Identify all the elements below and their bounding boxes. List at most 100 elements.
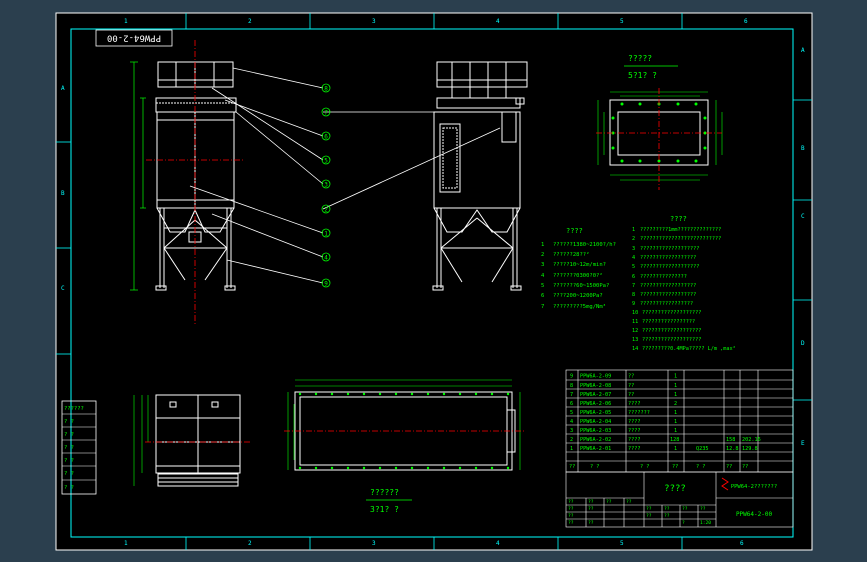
svg-text:PPW6A-2-09: PPW6A-2-09 [580,374,611,380]
right-note-12: 12??????????????????? [632,328,701,334]
svg-text:12.8: 12.8 [726,446,739,452]
right-note-14: 14?????????0.4MPa????? L/m ,max² [632,346,736,352]
callout-8: 8 [321,83,331,93]
svg-text:??: ?? [568,506,574,512]
svg-text:????: ???? [628,419,641,425]
svg-text:2: 2 [324,207,328,214]
svg-text:1: 1 [674,446,677,452]
svg-text:???????0300?0?²: ???????0300?0?² [553,272,603,279]
left-note-2: 2??????28??² [541,251,589,258]
svg-text:??: ?? [588,506,594,512]
svg-text:?????????1mm??????????????: ?????????1mm?????????????? [640,227,721,233]
zone-top-3: 3 [372,18,376,25]
svg-text:????: ???? [628,446,641,452]
svg-text:??: ?? [726,464,732,470]
svg-text:?????????????????: ????????????????? [642,319,695,325]
svg-text:3: 3 [324,182,328,189]
svg-text:1: 1 [674,383,677,389]
svg-text:2: 2 [570,437,573,443]
svg-text:9: 9 [632,301,635,307]
svg-text:???????????????????: ??????????????????? [642,337,701,343]
parts-header: ?? ? ? ? ? ?? ? ? ?? ?? [569,464,748,470]
right-note-11: 11????????????????? [632,319,695,325]
zone-bot-4: 4 [496,540,500,547]
zone-left-C: C [61,285,65,292]
zone-left-B: B [61,190,65,197]
svg-text:??: ?? [646,513,652,519]
svg-text:5: 5 [324,158,328,165]
svg-text:??: ?? [606,499,612,505]
zone-markers: 1 2 3 4 5 6 1 2 3 4 5 6 A B C A B C D E [61,18,805,547]
callout-2: 2 [321,204,331,214]
svg-text:7: 7 [324,110,328,117]
svg-text:????: ???? [628,401,641,407]
title-block-text: ???? PPW64-2??????? PPW64-2-00 ?? ?? ?? … [568,484,777,526]
svg-text:7: 7 [570,392,573,398]
svg-text:2: 2 [674,401,677,407]
svg-text:?????????5mg/Nm³: ?????????5mg/Nm³ [553,303,606,310]
left-notes: ???? 1??????1380~2100?/h? 2??????28??² 3… [541,227,616,310]
zone-top-1: 1 [124,18,128,25]
zone-right-D: D [801,340,805,347]
svg-text:PPW6A-2-08: PPW6A-2-08 [580,383,611,389]
svg-text:??: ?? [672,464,678,470]
svg-text:??: ?? [588,520,594,526]
title-block [565,471,794,528]
svg-text:? ?: ? ? [64,458,74,464]
svg-text:1:20: 1:20 [700,520,711,526]
company-name: ???? [664,484,686,494]
svg-text:???????????????????: ??????????????????? [640,246,699,252]
front-view-dims [130,61,146,291]
svg-text:??????28??²: ??????28??² [553,251,589,258]
svg-text:??: ?? [568,513,574,519]
svg-text:??????????????????: ?????????????????? [640,255,696,261]
svg-text:8: 8 [570,383,573,389]
logo-mark [721,477,729,491]
svg-text:??: ?? [682,506,688,512]
svg-text:6: 6 [324,134,328,141]
left-notes-heading: ???? [566,227,583,235]
svg-text:PPW6A-2-02: PPW6A-2-02 [580,437,611,443]
svg-text:3: 3 [541,262,544,268]
callout-balloons: 8 7 6 5 3 2 1 4 9 [321,83,331,288]
left-note-3: 3?????10~12m/min? [541,262,606,268]
callout-1: 1 [321,228,331,238]
svg-text:??: ?? [628,383,634,389]
svg-text:Q235: Q235 [696,446,709,452]
bottom-view-title-text: ?????? [370,488,399,497]
svg-text:3: 3 [570,428,573,434]
svg-text:PPW6A-2-03: PPW6A-2-03 [580,428,611,434]
svg-text:???????: ??????? [628,410,650,416]
leader-lines [189,67,510,284]
svg-text:??????1380~2100?/h?: ??????1380~2100?/h? [553,242,616,248]
svg-text:??: ?? [664,506,670,512]
svg-text:??: ?? [569,464,575,470]
zone-bot-1: 1 [124,540,128,547]
svg-text:129.8: 129.8 [742,446,758,452]
svg-text:5: 5 [541,283,544,289]
svg-text:12: 12 [632,328,638,334]
svg-text:4: 4 [570,419,573,425]
svg-text:??????????????????????????: ?????????????????????????? [640,236,721,242]
svg-text:14: 14 [632,346,638,352]
svg-text:??: ?? [700,506,706,512]
svg-text:10: 10 [632,310,638,316]
zone-right-A: A [801,47,805,54]
svg-text:PPW6A-2-01: PPW6A-2-01 [580,446,611,452]
svg-text:PPW6A-2-06: PPW6A-2-06 [580,401,611,407]
svg-text:??: ?? [628,374,634,380]
right-note-9: 9????????????????? [632,301,693,307]
right-note-7: 7?????????????????? [632,283,696,289]
flange-view-title-text: ????? [628,54,652,63]
right-notes: ???? 1?????????1mm?????????????? 2??????… [632,215,736,352]
svg-text:1: 1 [674,410,677,416]
zone-bot-2: 2 [248,540,252,547]
left-note-4: 4???????0300?0?² [541,272,603,279]
zone-bot-3: 3 [372,540,376,547]
zone-top-6: 6 [744,18,748,25]
callout-5: 5 [321,155,331,165]
svg-text:8: 8 [324,86,328,93]
